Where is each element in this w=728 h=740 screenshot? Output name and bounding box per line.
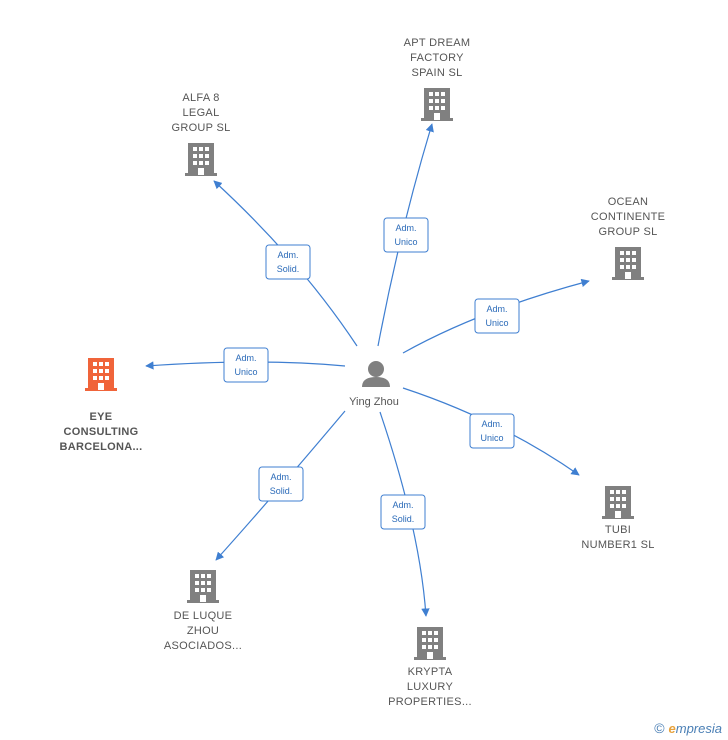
footer-brand: ©empresia — [654, 720, 722, 736]
edge-label-ocean[interactable]: Adm. Unico — [474, 298, 520, 334]
building-icon — [185, 143, 217, 176]
edge-label-box — [265, 244, 311, 280]
brand-initial: e — [668, 721, 676, 736]
copyright-symbol: © — [654, 720, 665, 736]
building-icon — [85, 358, 117, 391]
company-name-line: APT DREAM — [404, 37, 471, 49]
company-name-line: GROUP SL — [171, 122, 230, 134]
company-name-line: EYE — [90, 411, 113, 423]
edge-label-line: Unico — [485, 318, 508, 328]
edge-label-box — [258, 466, 304, 502]
company-name-line: OCEAN — [608, 196, 649, 208]
company-name-line: CONTINENTE — [591, 211, 666, 223]
edge-label-line: Solid. — [392, 514, 415, 524]
company-name-line: LUXURY — [407, 681, 454, 693]
edge-label-line: Unico — [394, 237, 417, 247]
company-name-line: ZHOU — [187, 625, 219, 637]
edge-label-line: Solid. — [270, 486, 293, 496]
company-node-tubi[interactable]: TUBI NUMBER1 SL — [581, 486, 654, 551]
edge-label-line: Adm. — [395, 223, 416, 233]
building-icon — [612, 247, 644, 280]
edge-label-box — [469, 413, 515, 449]
edge-label-eye[interactable]: Adm. Unico — [223, 347, 269, 383]
center-person-name: Ying Zhou — [349, 396, 399, 408]
company-name-line: ALFA 8 — [182, 92, 219, 104]
company-name-line: ASOCIADOS... — [164, 640, 242, 652]
company-node-krypta[interactable]: KRYPTA LUXURY PROPERTIES... — [388, 627, 472, 708]
company-name-line: GROUP SL — [598, 226, 657, 238]
edge-label-line: Adm. — [277, 250, 298, 260]
company-node-ocean[interactable]: OCEAN CONTINENTE GROUP SL — [591, 196, 666, 280]
edge-label-line: Unico — [480, 433, 503, 443]
edge-label-krypta[interactable]: Adm. Solid. — [380, 494, 426, 530]
person-icon — [362, 361, 390, 387]
edge-label-line: Adm. — [235, 353, 256, 363]
company-node-deluque[interactable]: DE LUQUE ZHOU ASOCIADOS... — [164, 570, 242, 652]
edge-label-line: Solid. — [277, 264, 300, 274]
edge-label-box — [474, 298, 520, 334]
building-icon — [414, 627, 446, 660]
brand-name: mpresia — [675, 721, 722, 736]
building-icon — [421, 88, 453, 121]
edge-label-alfa8[interactable]: Adm. Solid. — [265, 244, 311, 280]
edge-label-line: Adm. — [486, 304, 507, 314]
edge-label-line: Unico — [234, 367, 257, 377]
company-name-line: DE LUQUE — [174, 610, 233, 622]
company-name-line: LEGAL — [183, 107, 220, 119]
center-person[interactable]: Ying Zhou — [349, 361, 399, 408]
building-icon — [187, 570, 219, 603]
company-node-alfa8[interactable]: ALFA 8 LEGAL GROUP SL — [171, 92, 230, 176]
company-name-line: TUBI — [605, 524, 631, 536]
company-name-line: NUMBER1 SL — [581, 539, 654, 551]
building-icon — [602, 486, 634, 519]
company-name-line: PROPERTIES... — [388, 696, 472, 708]
edge-label-line: Adm. — [270, 472, 291, 482]
edge-label-box — [380, 494, 426, 530]
company-name-line: CONSULTING — [64, 426, 139, 438]
edge-label-box — [383, 217, 429, 253]
company-name-line: BARCELONA... — [59, 441, 142, 453]
edge-label-deluque[interactable]: Adm. Solid. — [258, 466, 304, 502]
company-name-line: FACTORY — [410, 52, 464, 64]
company-node-eye[interactable]: EYE CONSULTING BARCELONA... — [59, 358, 142, 453]
edge-label-line: Adm. — [481, 419, 502, 429]
edge-label-box — [223, 347, 269, 383]
company-node-aptdream[interactable]: APT DREAM FACTORY SPAIN SL — [404, 37, 471, 121]
edge-label-line: Adm. — [392, 500, 413, 510]
company-name-line: SPAIN SL — [411, 67, 462, 79]
company-name-line: KRYPTA — [408, 666, 453, 678]
edge-label-tubi[interactable]: Adm. Unico — [469, 413, 515, 449]
edge-label-aptdream[interactable]: Adm. Unico — [383, 217, 429, 253]
